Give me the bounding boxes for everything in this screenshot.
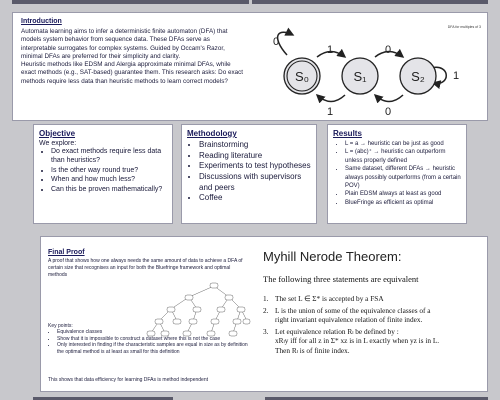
label-s1-s0: 1	[327, 106, 333, 118]
final-proof-title: Final Proof	[48, 249, 85, 256]
methodology-item: Experiments to test hypotheses	[199, 161, 311, 172]
myhill-item-number: 1.	[263, 294, 269, 303]
top-panel-edge-left	[12, 0, 249, 4]
label-s0-s1: 1	[327, 44, 333, 56]
results-panel: Results L = a → heuristic can be just as…	[327, 124, 467, 224]
myhill-item-number: 3.	[263, 327, 269, 337]
intro-title: Introduction	[21, 18, 62, 25]
objective-list: Do exact methods require less data than …	[39, 147, 167, 194]
label-s2-s1: 0	[385, 106, 391, 118]
intro-paragraph-1: Automata learning aims to infer a determ…	[21, 28, 228, 60]
myhill-title: Myhill Nerode Theorem:	[263, 249, 402, 264]
objective-panel: Objective We explore: Do exact methods r…	[33, 124, 173, 224]
myhill-line: Let equivalence relation Rₗ be defined b…	[275, 327, 399, 337]
myhill-subtitle: The following three statements are equiv…	[263, 274, 419, 284]
key-points-list: Equivalence classes Show that it is impo…	[48, 329, 248, 355]
results-item: L = (abc)⁺ → heuristic can outperform un…	[345, 148, 461, 165]
objective-title: Objective	[39, 129, 76, 138]
edge-s1-s2	[374, 48, 405, 58]
results-item: Same dataset, different DFAs → heuristic…	[345, 165, 461, 190]
edge-self-s0	[276, 27, 295, 56]
methodology-item: Discussions with supervisors and peers	[199, 172, 311, 193]
myhill-line: L is the union of some of the equivalenc…	[275, 306, 431, 316]
objective-item: Do exact methods require less data than …	[51, 147, 167, 166]
state-s2-label: S₂	[411, 69, 425, 84]
state-s2	[399, 57, 437, 95]
objective-item: Can this be proven mathematically?	[51, 185, 167, 194]
bottom-panel-edge-right	[265, 397, 488, 400]
myhill-item-1: 1. The set L ∈ Σ* is accepted by a FSA	[263, 294, 485, 303]
state-s0-outer	[283, 57, 321, 95]
intro-paragraph-2: Heuristic methods like EDSM and Alergia …	[21, 61, 244, 85]
objective-item: When and how much less?	[51, 175, 167, 184]
results-list: L = a → heuristic can be just as good L …	[333, 140, 461, 207]
edge-self-s2	[430, 66, 447, 90]
key-point: Show that it is impossible to construct …	[57, 336, 248, 343]
dfa-caption: DFA for multiples of 3	[447, 25, 481, 29]
edge-s2-s1	[373, 93, 404, 104]
label-s1-s2: 0	[385, 44, 391, 56]
methodology-panel: Methodology Brainstorming Reading litera…	[181, 124, 317, 224]
edge-s0-s1	[316, 48, 347, 58]
objective-item: Is the other way round true?	[51, 166, 167, 175]
myhill-line: right invariant equivalence relation of …	[275, 315, 423, 325]
myhill-line: xRₗy iff for all z in Σ* xz is in L exac…	[275, 336, 440, 346]
bottom-panel-edge-left	[33, 397, 173, 400]
state-s1-label: S₁	[353, 69, 367, 84]
myhill-item-3: 3. Let equivalence relation Rₗ be define…	[263, 327, 485, 354]
results-item: Plain EDSM always at least as good	[345, 190, 461, 198]
objective-lead: We explore:	[39, 140, 77, 147]
final-proof-conclusion: This shows that data efficiency for lear…	[48, 377, 208, 383]
proof-panel: Final Proof A proof that shows how one a…	[40, 236, 488, 392]
key-point: Equivalence classes	[57, 329, 248, 336]
label-self-s2: 1	[453, 70, 459, 82]
top-panel-edge-right	[252, 0, 488, 4]
dfa-diagram: 0 1 1 0 0 1 S₀ S₁ S₂	[273, 27, 459, 118]
label-self-s0: 0	[273, 36, 279, 48]
methodology-item: Reading literature	[199, 151, 311, 162]
key-point: Only interested in finding if the charac…	[57, 342, 248, 355]
final-proof-intro: A proof that shows how one always needs …	[48, 258, 243, 278]
methodology-item: Coffee	[199, 193, 311, 204]
myhill-line: The set L ∈ Σ* is accepted by a FSA	[275, 294, 384, 303]
results-item: L = a → heuristic can be just as good	[345, 140, 461, 148]
myhill-item-2: 2. L is the union of some of the equival…	[263, 306, 485, 324]
methodology-title: Methodology	[187, 129, 237, 138]
intro-panel: Introduction Automata learning aims to i…	[12, 12, 488, 121]
myhill-item-number: 2.	[263, 306, 269, 316]
results-item: BlueFringe as efficient as optimal	[345, 199, 461, 207]
key-points-label: Key points:	[48, 323, 73, 329]
state-s1	[341, 57, 379, 95]
methodology-list: Brainstorming Reading literature Experim…	[187, 140, 311, 204]
methodology-item: Brainstorming	[199, 140, 311, 151]
myhill-line: Then Rₗ is of finite index.	[275, 345, 350, 355]
state-s0-label: S₀	[295, 69, 309, 84]
results-title: Results	[333, 129, 362, 138]
prefix-tree-diagram	[146, 282, 251, 337]
state-s0-inner	[286, 60, 318, 92]
edge-s1-s0	[315, 93, 346, 104]
